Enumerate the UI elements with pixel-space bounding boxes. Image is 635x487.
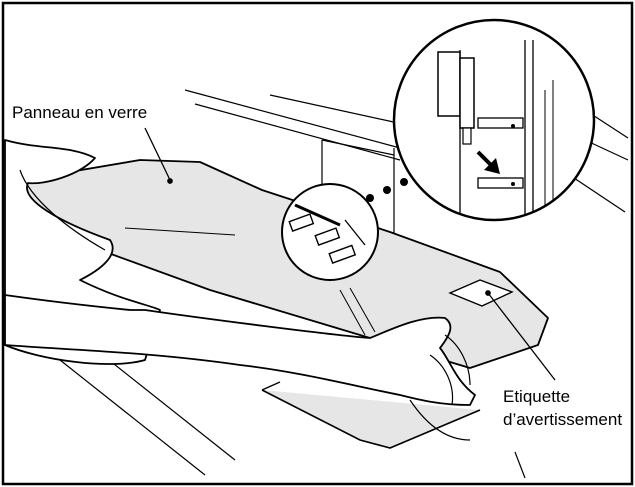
- insert-arrow-icon: [484, 158, 500, 174]
- warning-label-sticker: [448, 279, 514, 307]
- leader-lines: [144, 127, 556, 381]
- glass-panel-label: Panneau en verre: [12, 103, 148, 123]
- large-magnifier: [392, 18, 596, 222]
- position-dots: [366, 178, 408, 202]
- small-magnifier: [281, 183, 379, 281]
- glass-panel: [21, 159, 549, 449]
- insert-arrow-shaft: [476, 150, 494, 168]
- warning-label-line1: Etiquette: [503, 387, 571, 406]
- warning-label-caption: Etiquette d’avertissement: [503, 385, 625, 431]
- right-arm: [4, 294, 476, 441]
- warning-label-line2: d’avertissement: [503, 410, 623, 429]
